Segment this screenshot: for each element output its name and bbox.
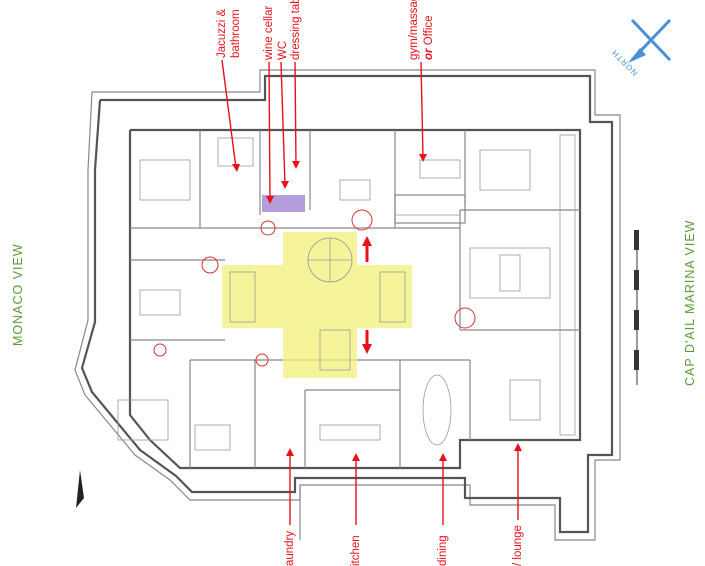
label-dressing: dressing tab <box>290 0 302 60</box>
monaco-view-label: MONACO VIEW <box>11 243 25 346</box>
highlighted-hall <box>222 232 412 378</box>
scale-bar <box>634 230 639 385</box>
label-lounge: / lounge <box>512 525 524 566</box>
label-wine-cellar: wine cellar <box>263 5 275 60</box>
compass-icon <box>628 18 672 63</box>
label-gym: gym/massag <box>408 0 420 60</box>
label-bathroom: bathroom <box>230 9 242 58</box>
label-laundry: aundry <box>284 530 296 566</box>
label-office-text: Office <box>423 15 435 46</box>
label-or: or <box>423 48 435 61</box>
label-kitchen: itchen <box>350 535 362 566</box>
plan-north-arrow-icon <box>76 470 84 508</box>
label-dining: dining <box>437 535 449 566</box>
interior-walls <box>117 130 580 540</box>
label-office: or Office <box>423 15 435 60</box>
cap-dail-view-label: CAP D'AIL MARINA VIEW <box>683 219 697 386</box>
revision-clouds <box>153 209 476 367</box>
circulation-arrows <box>362 236 372 354</box>
wine-cellar-highlight <box>262 195 305 212</box>
label-wc: WC <box>277 40 289 60</box>
label-jacuzzi: Jacuzzi & <box>216 8 228 58</box>
annotation-lines <box>221 59 522 525</box>
outer-walls <box>74 69 621 541</box>
